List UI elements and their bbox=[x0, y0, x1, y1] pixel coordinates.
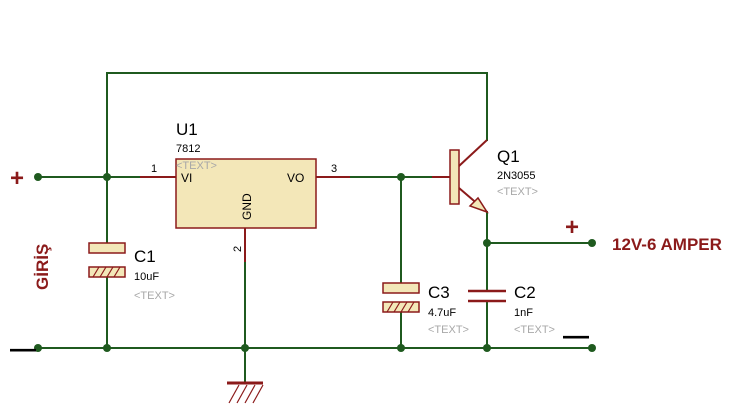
node-c3-top bbox=[397, 173, 405, 181]
wire-top-loop bbox=[106, 72, 488, 178]
u1-ref: U1 bbox=[176, 120, 198, 139]
input-minus-sign: — bbox=[10, 333, 36, 363]
node-c1-bottom bbox=[103, 344, 111, 352]
u1-pin-vo-label: VO bbox=[287, 171, 304, 185]
output-minus-sign: — bbox=[563, 320, 589, 350]
c1-value: 10uF bbox=[134, 271, 159, 283]
c1-capacitor: C1 10uF <TEXT> bbox=[88, 242, 175, 302]
c3-text-placeholder: <TEXT> bbox=[428, 324, 469, 336]
node-emitter bbox=[483, 239, 491, 247]
c3-plate-top bbox=[382, 282, 420, 294]
c1-ref: C1 bbox=[134, 247, 156, 266]
node-c2-bottom bbox=[483, 344, 491, 352]
ground-symbol bbox=[227, 381, 264, 404]
c3-ref: C3 bbox=[428, 283, 450, 302]
c2-ref: C2 bbox=[514, 283, 536, 302]
node-c3-bottom bbox=[397, 344, 405, 352]
c3-hatch bbox=[386, 301, 415, 313]
c2-value: 1nF bbox=[514, 307, 533, 319]
q1-ref: Q1 bbox=[497, 147, 520, 166]
c3-capacitor: C3 4.7uF <TEXT> bbox=[382, 282, 469, 336]
node-input-positive bbox=[34, 173, 42, 181]
q1-value: 2N3055 bbox=[497, 170, 536, 182]
wires bbox=[37, 72, 593, 384]
c1-plate-top bbox=[88, 242, 126, 254]
q1-transistor: Q1 2N3055 <TEXT> bbox=[432, 139, 538, 214]
node-output-negative bbox=[588, 344, 596, 352]
u1-pin3-number: 3 bbox=[331, 163, 337, 175]
node-output-positive bbox=[588, 239, 596, 247]
output-plus-sign: + bbox=[565, 214, 579, 241]
input-label: GİRİŞ bbox=[33, 244, 52, 290]
u1-regulator: VI VO GND 1 3 2 U1 7812 <TEXT> bbox=[140, 120, 350, 262]
q1-base-bar bbox=[449, 149, 460, 205]
u1-pin1-number: 1 bbox=[151, 163, 157, 175]
c2-capacitor: C2 1nF <TEXT> bbox=[468, 283, 555, 336]
c1-text-placeholder: <TEXT> bbox=[134, 290, 175, 302]
q1-text-placeholder: <TEXT> bbox=[497, 186, 538, 198]
q1-collector bbox=[458, 139, 488, 167]
input-plus-sign: + bbox=[10, 165, 24, 192]
output-label: 12V-6 AMPER bbox=[612, 235, 722, 254]
c3-value: 4.7uF bbox=[428, 307, 456, 319]
u1-text-placeholder: <TEXT> bbox=[176, 160, 217, 172]
ground-hatch bbox=[228, 384, 264, 404]
node-gnd bbox=[241, 344, 249, 352]
u1-pin2-number: 2 bbox=[232, 246, 244, 252]
u1-pin-vi-label: VI bbox=[181, 171, 192, 185]
c2-text-placeholder: <TEXT> bbox=[514, 324, 555, 336]
u1-value: 7812 bbox=[176, 143, 200, 155]
node-input-negative bbox=[34, 344, 42, 352]
node-c1-top bbox=[103, 173, 111, 181]
q1-emitter-arrow bbox=[468, 196, 489, 214]
junctions bbox=[34, 173, 596, 352]
c1-hatch bbox=[92, 266, 121, 278]
u1-body bbox=[175, 158, 317, 229]
u1-pin-gnd-label: GND bbox=[240, 193, 254, 220]
